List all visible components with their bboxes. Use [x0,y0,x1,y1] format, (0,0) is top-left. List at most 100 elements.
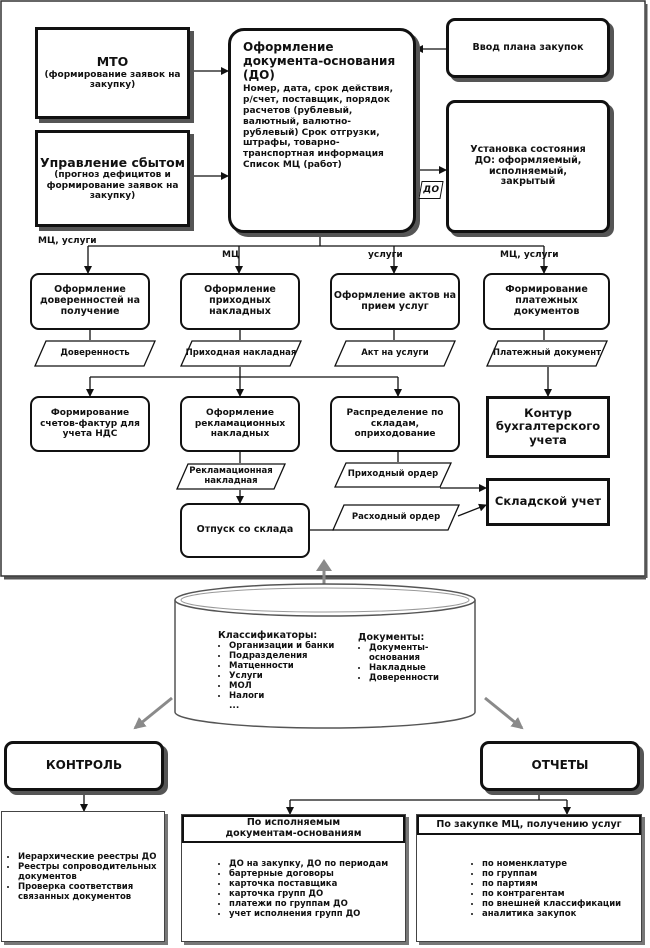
control-list: Иерархические реестры ДО Реестры сопрово… [8,852,164,902]
list-item: по внешней классификации [482,899,621,909]
incoming-invoices-label: Оформление приходных накладных [204,284,276,317]
doc-reclamation-label: Рекламационная накладная [189,465,273,486]
list-item: Иерархические реестры ДО [18,852,164,862]
reports-title: ОТЧЕТЫ [531,758,589,773]
reports-exec-header: По исполняемым документам-основаниям [182,815,405,843]
reports-box: ОТЧЕТЫ [480,741,640,791]
doc-incoming-invoice: Приходная накладная [180,340,302,367]
vat-invoices-label: Формирование счетов-фактур для учета НДС [40,408,140,440]
accounting-box: Контур бухгалтерского учета [486,396,610,458]
doc-power-of-attorney: Доверенность [34,340,156,367]
list-item: по контрагентам [482,889,621,899]
doc-service-act: Акт на услуги [334,340,456,367]
payment-docs-box: Формирование платежных документов [483,273,610,330]
list-item: Налоги [229,691,338,701]
reports-purchase-title: По закупке МЦ, получению услуг [436,818,622,830]
list-item: карточка поставщика [229,879,388,889]
doc-payment-label: Платежный документ [492,347,602,358]
do-title: Оформление документа-основания (ДО) [243,40,396,82]
mto-subtitle: (формирование заявок на закупку) [44,69,181,91]
branch-label-4: МЦ, услуги [500,250,559,260]
branch-label-2: МЦ [222,250,240,260]
incoming-invoices-box: Оформление приходных накладных [180,273,300,330]
do-body: Номер, дата, срок действия, р/счет, пост… [243,84,393,170]
doc-reclamation: Рекламационная накладная [176,463,286,490]
doc-expense-order-label: Расходный ордер [351,511,441,522]
vat-invoices-box: Формирование счетов-фактур для учета НДС [30,396,150,452]
list-item: МОЛ [229,681,338,691]
mto-box: МТО (формирование заявок на закупку) [35,27,190,119]
branch-label-1: МЦ, услуги [38,236,97,246]
doc-incoming-invoice-label: Приходная накладная [185,347,297,358]
reports-purchase-panel: По закупке МЦ, получению услуг по номенк… [416,814,642,942]
sales-title: Управление сбытом [40,154,185,170]
list-item: Матценности [229,661,338,671]
doc-power-of-attorney-label: Доверенность [60,347,130,358]
classifiers-title: Классификаторы: [218,630,318,641]
list-item: Доверенности [369,673,468,683]
sales-box: Управление сбытом (прогноз дефицитов и ф… [35,130,190,227]
list-item: ДО на закупку, ДО по периодам [229,859,388,869]
documents-title: Документы: [358,632,425,643]
do-box: Оформление документа-основания (ДО) Номе… [228,28,416,233]
warehouse-release-box: Отпуск со склада [180,503,310,558]
plan-label: Ввод плана закупок [472,41,584,53]
control-title: КОНТРОЛЬ [45,758,123,773]
list-item: Реестры сопроводительных документов [18,862,164,882]
documents-list: Документы-основания Накладные Довереннос… [358,643,468,683]
doc-receipt-order: Приходный ордер [334,462,452,488]
classifiers-ellipsis: ... [229,701,240,712]
sales-subtitle: (прогноз дефицитов и формирование заявок… [46,170,179,201]
distribution-label: Распределение по складам, оприходование [346,408,444,440]
reclamation-label: Оформление рекламационных накладных [194,408,286,440]
list-item: Услуги [229,671,338,681]
do-tag-label: ДО [422,184,440,195]
list-item: карточка групп ДО [229,889,388,899]
list-item: аналитика закупок [482,909,621,919]
payment-docs-label: Формирование платежных документов [505,284,588,317]
control-panel: Иерархические реестры ДО Реестры сопрово… [1,811,165,942]
list-item: Подразделения [229,651,338,661]
warehouse-accounting-box: Складской учет [486,478,610,526]
warehouse-accounting-label: Складской учет [494,494,602,509]
list-item: по номенклатуре [482,859,621,869]
reports-purchase-header: По закупке МЦ, получению услуг [417,815,641,835]
distribution-box: Распределение по складам, оприходование [330,396,460,452]
reports-exec-list: ДО на закупку, ДО по периодам бартерные … [218,859,388,919]
doc-expense-order: Расходный ордер [332,504,460,531]
warehouse-release-label: Отпуск со склада [196,524,294,536]
doc-receipt-order-label: Приходный ордер [347,469,439,480]
service-acts-label: Оформление актов на прием услуг [333,289,457,312]
doc-payment: Платежный документ [486,340,608,367]
reports-exec-panel: По исполняемым документам-основаниям ДО … [181,814,406,942]
list-item: учет исполнения групп ДО [229,909,388,919]
mto-title: МТО [96,54,129,70]
service-acts-box: Оформление актов на прием услуг [330,273,460,330]
plan-box: Ввод плана закупок [446,18,610,78]
accounting-label: Контур бухгалтерского учета [495,406,601,447]
list-item: бартерные договоры [229,869,388,879]
list-item: платежи по группам ДО [229,899,388,909]
reports-exec-title: По исполняемым документам-основаниям [225,817,362,839]
control-box: КОНТРОЛЬ [4,741,164,791]
power-of-attorney-label: Оформление доверенностей на получение [39,284,141,317]
do-tag: ДО [418,181,444,199]
list-item: Проверка соответствия связанных документ… [18,882,164,902]
classifiers-list: Организации и банки Подразделения Матцен… [218,641,338,701]
classifiers-block: Классификаторы: Организации и банки Подр… [218,630,338,711]
power-of-attorney-box: Оформление доверенностей на получение [30,273,150,330]
reports-purchase-list: по номенклатуре по группам по партиям по… [471,859,621,919]
state-label: Установка состояния ДО: оформляемый, исп… [470,143,586,188]
state-box: Установка состояния ДО: оформляемый, исп… [446,100,610,233]
branch-label-3: услуги [368,250,403,260]
database-cylinder [174,583,476,729]
list-item: Накладные [369,663,468,673]
list-item: Документы-основания [369,643,468,663]
reclamation-box: Оформление рекламационных накладных [180,396,300,452]
list-item: по группам [482,869,621,879]
doc-service-act-label: Акт на услуги [361,347,429,358]
list-item: Организации и банки [229,641,338,651]
list-item: по партиям [482,879,621,889]
documents-block: Документы: Документы-основания Накладные… [358,632,468,683]
